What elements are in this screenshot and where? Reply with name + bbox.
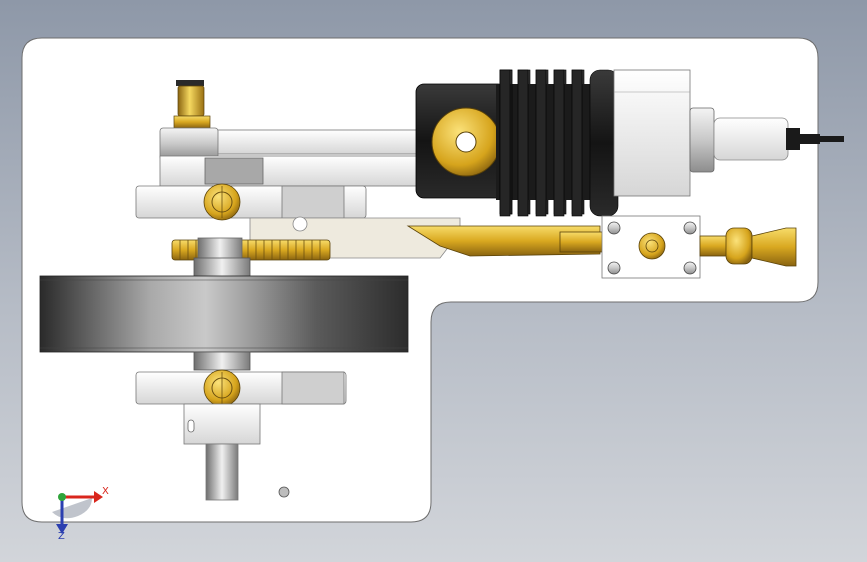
- spark-plug[interactable]: [689, 107, 844, 173]
- fuel-fitting[interactable]: [173, 80, 211, 129]
- fuel-tube[interactable]: [406, 225, 605, 257]
- crank-hub[interactable]: [193, 257, 251, 279]
- axis-x-arrow: [94, 491, 103, 503]
- shaft-collar[interactable]: [183, 403, 261, 445]
- frame-bar[interactable]: [159, 155, 421, 187]
- axis-triad: [52, 491, 103, 534]
- carburetor[interactable]: [601, 215, 701, 279]
- flywheel[interactable]: [39, 275, 409, 353]
- lever-arm[interactable]: [159, 127, 219, 161]
- cylinder[interactable]: [415, 83, 507, 199]
- cylinder-head[interactable]: [613, 69, 691, 197]
- output-shaft[interactable]: [205, 443, 239, 501]
- lower-hub[interactable]: [193, 351, 251, 371]
- axis-x-label: X: [102, 486, 109, 497]
- lower-bearing-block[interactable]: [135, 369, 347, 407]
- nozzle[interactable]: [699, 227, 797, 267]
- connecting-rod[interactable]: [211, 129, 423, 155]
- upper-bearing-block[interactable]: [135, 183, 367, 221]
- axis-z-label: Z: [58, 531, 65, 542]
- axis-z-arrow: [56, 524, 68, 534]
- axis-y-dot: [58, 493, 66, 501]
- mounting-hole: [278, 486, 290, 498]
